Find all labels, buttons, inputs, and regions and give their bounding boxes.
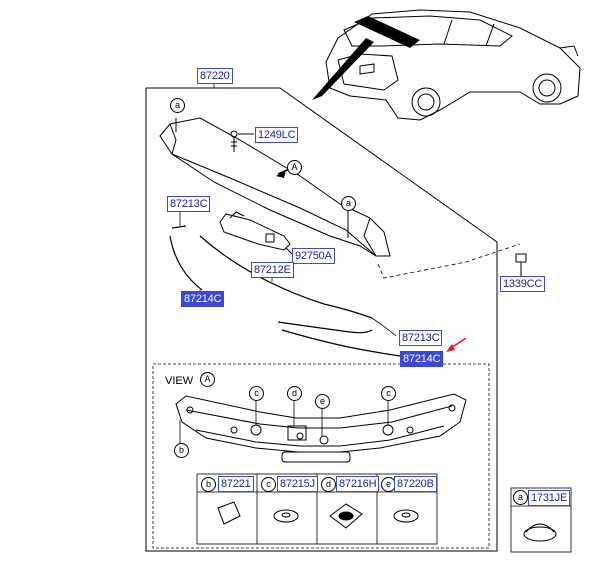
main-frame bbox=[145, 87, 498, 552]
dashed-leader-1339cc bbox=[377, 243, 521, 279]
clip-87220b-icon bbox=[393, 509, 419, 523]
ref-a-right: a bbox=[341, 196, 356, 211]
ref-A-arrow: A bbox=[287, 160, 302, 175]
strip-87212e bbox=[199, 235, 373, 319]
legend-ref-b: b bbox=[201, 477, 216, 492]
spoiler-part bbox=[159, 117, 391, 257]
strip-87213c-right bbox=[277, 321, 373, 334]
spoiler-underside bbox=[175, 393, 467, 463]
label-87214c-left[interactable]: 87214C bbox=[181, 291, 225, 307]
label-87220[interactable]: 87220 bbox=[197, 68, 233, 84]
legend-table bbox=[196, 473, 572, 553]
bolt-1249lc bbox=[230, 130, 254, 152]
legend-ref-d: d bbox=[321, 477, 336, 492]
pad-87221-icon bbox=[217, 501, 241, 525]
legend-ref-c: c bbox=[261, 477, 276, 492]
label-1339cc[interactable]: 1339CC bbox=[500, 276, 546, 292]
ref-a-top: a bbox=[170, 98, 185, 113]
car-illustration bbox=[325, 9, 581, 121]
ref-c-left: c bbox=[249, 386, 264, 401]
car-pointer bbox=[312, 38, 374, 100]
pad-87216h-icon bbox=[329, 503, 363, 529]
ref-e: e bbox=[315, 394, 330, 409]
stop-lamp-92750a bbox=[219, 211, 293, 255]
label-87214c-right[interactable]: 87214C bbox=[400, 351, 444, 367]
label-92750a[interactable]: 92750A bbox=[292, 248, 335, 264]
strip-87213c-left bbox=[171, 225, 187, 229]
label-87213c-right[interactable]: 87213C bbox=[399, 330, 443, 346]
view-ref-A: A bbox=[200, 372, 215, 387]
grommet-1339cc bbox=[515, 253, 527, 276]
label-1731je[interactable]: 1731JE bbox=[528, 490, 571, 506]
label-87220b[interactable]: 87220B bbox=[394, 476, 437, 492]
clip-87215j-icon bbox=[273, 509, 299, 523]
ref-c-right: c bbox=[381, 386, 396, 401]
view-label: VIEW bbox=[165, 375, 194, 387]
label-1249lc[interactable]: 1249LC bbox=[255, 127, 299, 143]
strip-87214c-left bbox=[169, 235, 203, 291]
view-a-box bbox=[152, 363, 490, 549]
label-87221[interactable]: 87221 bbox=[218, 476, 254, 492]
label-87215j[interactable]: 87215J bbox=[277, 476, 318, 492]
label-87212e[interactable]: 87212E bbox=[251, 262, 294, 278]
strip-87214c-right bbox=[281, 329, 401, 357]
label-87216h[interactable]: 87216H bbox=[336, 476, 380, 492]
car-spoiler-highlight bbox=[354, 16, 420, 48]
ref-d: d bbox=[287, 386, 302, 401]
label-87213c-top[interactable]: 87213C bbox=[167, 196, 211, 212]
cap-1731je-icon bbox=[523, 523, 557, 542]
legend-ref-a: a bbox=[513, 490, 528, 505]
ref-b: b bbox=[174, 443, 189, 458]
